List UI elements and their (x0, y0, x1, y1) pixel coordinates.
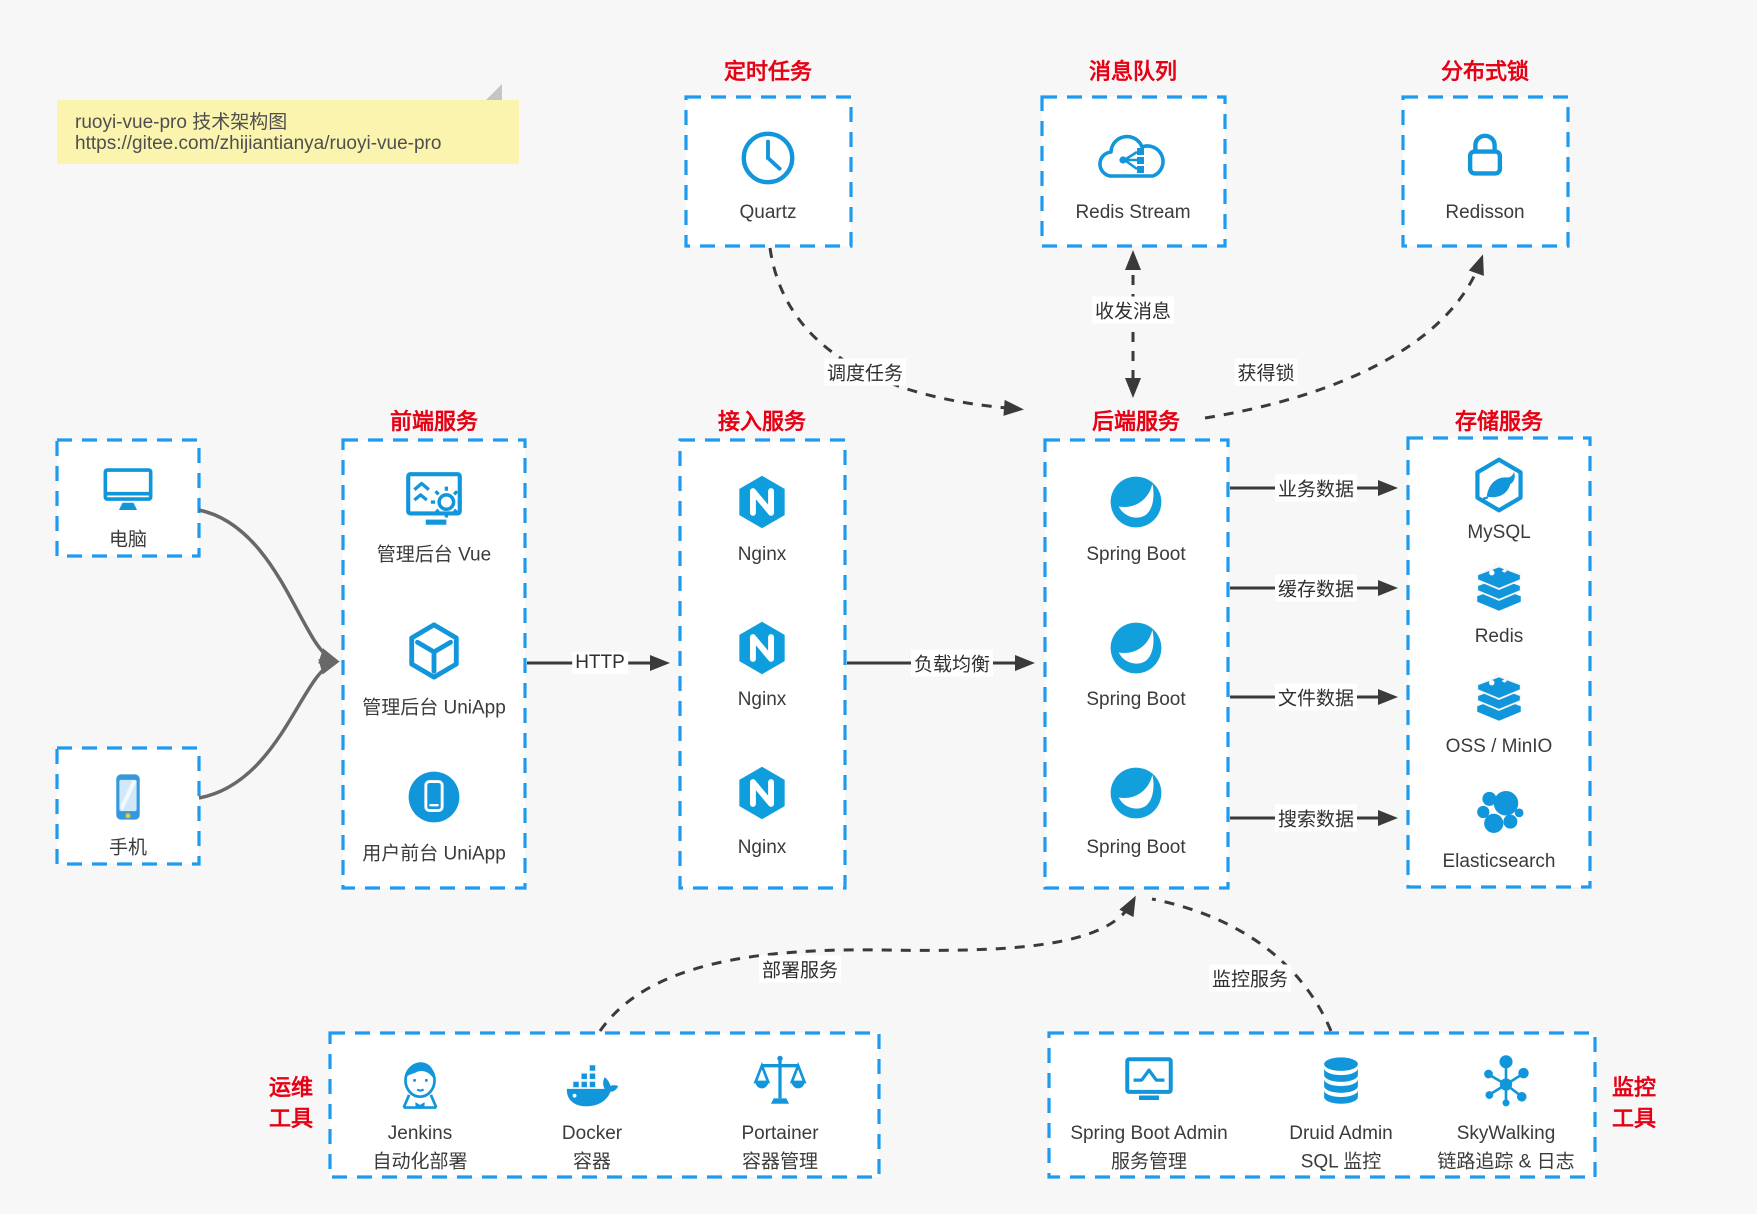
cube-icon (403, 620, 465, 682)
search-data-edge-label: 搜索数据 (1274, 804, 1358, 832)
jenkins-label: Jenkins (387, 1123, 453, 1144)
spring-leaf-icon (1107, 764, 1165, 822)
frontend-title: 前端服务 (389, 409, 479, 434)
nginx-label: Nginx (737, 544, 787, 565)
nginx-icon (733, 764, 791, 822)
note-title: ruoyi-vue-pro 技术架构图 (75, 112, 288, 133)
admin-vue-label: 管理后台 Vue (376, 544, 492, 566)
schedule-job-edge-label: 调度任务 (823, 358, 907, 386)
sticky-note: ruoyi-vue-pro 技术架构图 https://gitee.com/zh… (57, 100, 519, 164)
devops-box (328, 1031, 881, 1179)
spring-leaf-icon (1107, 619, 1165, 677)
clock-icon (737, 127, 799, 189)
business-data-edge-label: 业务数据 (1274, 474, 1358, 502)
acquire-lock-arrow (1204, 254, 1484, 420)
skywalking-label: SkyWalking (1456, 1123, 1556, 1144)
jenkins-sublabel: 自动化部署 (372, 1151, 468, 1173)
admin-monitor-gear-icon (401, 467, 467, 533)
redis-stream-label: Redis Stream (1075, 202, 1191, 223)
quartz-label: Quartz (739, 202, 797, 223)
redisson-label: Redisson (1445, 202, 1525, 223)
user-uniapp-label: 用户前台 UniApp (362, 843, 506, 865)
admin-uniapp-label: 管理后台 UniApp (362, 697, 506, 719)
devops-title: 运维工具 (268, 1075, 313, 1131)
file-data-edge-label: 文件数据 (1274, 683, 1358, 711)
spring-boot-admin-icon (1120, 1052, 1178, 1110)
deploy-service-edge-label: 部署服务 (758, 955, 842, 983)
oss-stack-icon (1470, 670, 1528, 728)
desktop-icon (99, 461, 157, 519)
spring-boot-admin-label: Spring Boot Admin (1070, 1123, 1228, 1144)
portainer-scales-icon (751, 1053, 809, 1111)
redis-stack-icon (1470, 560, 1528, 618)
mq-box (1040, 95, 1227, 248)
cache-data-edge-label: 缓存数据 (1274, 574, 1358, 602)
monitor-service-arrow (1151, 897, 1333, 1032)
load-balance-edge-label: 负载均衡 (910, 649, 994, 677)
spring-boot-label: Spring Boot (1086, 689, 1186, 710)
nginx-label: Nginx (737, 689, 787, 710)
portainer-sublabel: 容器管理 (741, 1151, 819, 1173)
deploy-service-arrow (598, 895, 1136, 1032)
spring-boot-label: Spring Boot (1086, 544, 1186, 565)
spring-boot-admin-sublabel: 服务管理 (1110, 1151, 1188, 1173)
elasticsearch-icon (1471, 784, 1527, 840)
lock-title: 分布式锁 (1440, 59, 1530, 84)
jenkins-icon (391, 1055, 449, 1113)
docker-whale-icon (561, 1053, 623, 1115)
acquire-lock-edge-label: 获得锁 (1234, 358, 1298, 386)
mobile-app-circle-icon (405, 768, 463, 826)
pc-label: 电脑 (108, 529, 148, 551)
docker-label: Docker (561, 1123, 623, 1144)
smartphone-icon (103, 772, 153, 822)
skywalking-sublabel: 链路追踪 & 日志 (1437, 1151, 1575, 1173)
http-edge-label: HTTP (572, 652, 628, 674)
druid-admin-label: Druid Admin (1289, 1123, 1393, 1144)
scheduler-title: 定时任务 (723, 59, 813, 84)
mobile-to-frontend-arrow (198, 659, 340, 800)
nginx-icon (733, 619, 791, 677)
lock-icon (1457, 127, 1513, 183)
gateway-title: 接入服务 (717, 409, 807, 434)
druid-admin-sublabel: SQL 监控 (1300, 1151, 1382, 1173)
mysql-label: MySQL (1467, 522, 1531, 543)
monitoring-title: 监控工具 (1611, 1075, 1656, 1131)
scheduler-box (684, 95, 853, 248)
druid-database-icon (1314, 1054, 1368, 1108)
spring-leaf-icon (1107, 473, 1165, 531)
send-receive-msg-edge-label: 收发消息 (1091, 296, 1175, 324)
backend-title: 后端服务 (1091, 409, 1181, 434)
mysql-dolphin-icon (1469, 455, 1529, 515)
pc-to-frontend-arrow (198, 508, 340, 664)
mq-title: 消息队列 (1088, 59, 1178, 84)
oss-minio-label: OSS / MinIO (1445, 736, 1553, 757)
monitor-service-edge-label: 监控服务 (1208, 964, 1292, 992)
note-url: https://gitee.com/zhijiantianya/ruoyi-vu… (75, 133, 442, 154)
nginx-label: Nginx (737, 837, 787, 858)
storage-title: 存储服务 (1454, 409, 1544, 434)
nginx-icon (733, 473, 791, 531)
docker-sublabel: 容器 (572, 1151, 612, 1173)
skywalking-icon (1478, 1053, 1534, 1109)
elasticsearch-label: Elasticsearch (1442, 851, 1556, 872)
mobile-label: 手机 (108, 837, 148, 859)
portainer-label: Portainer (741, 1123, 819, 1144)
redis-label: Redis (1474, 626, 1524, 647)
spring-boot-label: Spring Boot (1086, 837, 1186, 858)
cloud-share-icon (1095, 128, 1171, 186)
